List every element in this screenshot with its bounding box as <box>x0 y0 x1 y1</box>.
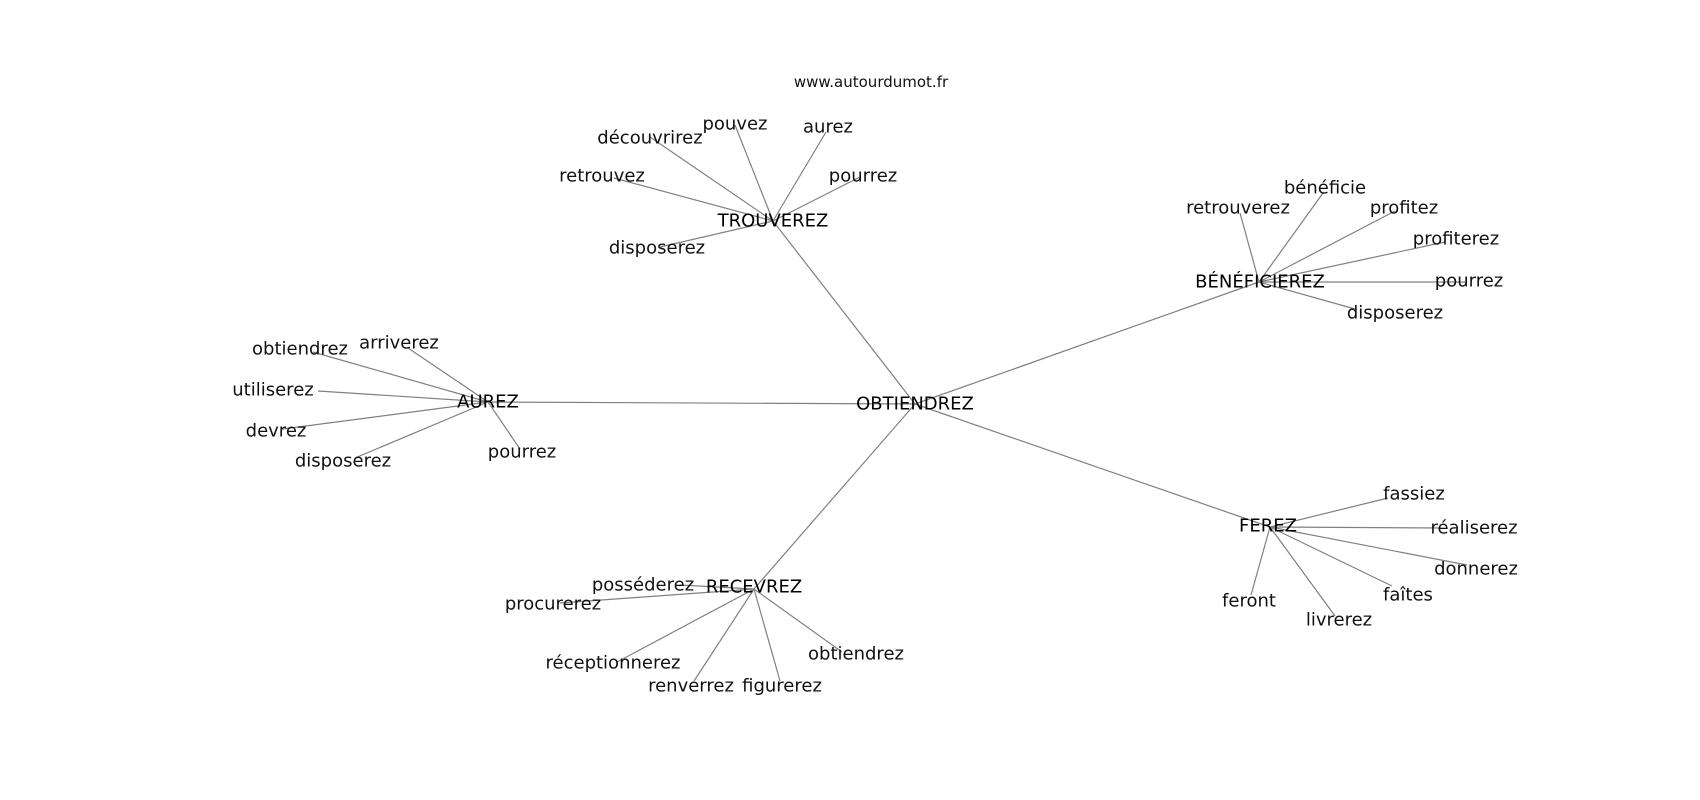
leaf-node-label: profitez <box>1370 198 1438 219</box>
hub-node-label: RECEVREZ <box>706 577 802 598</box>
leaf-node-label: découvrirez <box>597 128 702 149</box>
leaf-node-label: pourrez <box>1435 271 1503 292</box>
edge-hub-to-leaf <box>616 588 755 663</box>
leaf-node-label: pouvez <box>702 114 767 135</box>
edge-hub-to-leaf <box>1258 241 1446 283</box>
center-node-label: OBTIENDREZ <box>856 394 974 415</box>
edge-hub-to-leaf <box>693 588 755 682</box>
edge-hub-to-leaf <box>734 124 774 222</box>
leaf-node-label: profiterez <box>1413 229 1499 250</box>
edge-hub-to-leaf <box>1258 210 1396 283</box>
edge-hub-to-leaf <box>1269 526 1442 529</box>
leaf-node-label: utiliserez <box>232 380 313 401</box>
edge-hub-to-leaf <box>407 347 489 403</box>
hub-node-label: BÉNÉFICIEREZ <box>1195 271 1325 293</box>
edge-hub-to-leaf <box>1250 526 1271 596</box>
leaf-node-label: devrez <box>246 421 307 442</box>
leaf-node-label: posséderez <box>592 575 694 596</box>
edge-center-to-hub <box>753 403 916 590</box>
leaf-node-label: figurerez <box>742 676 822 697</box>
leaf-node-label: donnerez <box>1434 559 1518 580</box>
leaf-node-label: disposerez <box>1347 303 1443 324</box>
edges-layer <box>282 124 1468 682</box>
leaf-node-label: aurez <box>803 117 853 138</box>
edge-center-to-hub <box>914 281 1260 405</box>
edge-hub-to-leaf <box>753 588 781 682</box>
edge-center-to-hub <box>772 220 916 405</box>
edge-hub-to-leaf <box>649 136 774 222</box>
leaf-node-label: feront <box>1222 591 1276 612</box>
edge-hub-to-leaf <box>659 220 774 248</box>
leaf-node-label: livrerez <box>1306 610 1372 631</box>
leaf-node-label: retrouvez <box>559 166 645 187</box>
edge-hub-to-leaf <box>1269 526 1336 617</box>
edge-hub-to-leaf <box>753 588 843 653</box>
edge-hub-to-leaf <box>1239 212 1260 283</box>
edge-hub-to-leaf <box>1269 526 1393 587</box>
leaf-node-label: fassiez <box>1383 484 1445 505</box>
edge-hub-to-leaf <box>282 401 489 430</box>
leaf-node-label: arriverez <box>359 333 439 354</box>
leaf-node-label: réceptionnerez <box>546 653 681 674</box>
edge-hub-to-leaf <box>1269 497 1389 528</box>
edge-hub-to-leaf <box>312 351 489 403</box>
leaf-node-label: faîtes <box>1383 585 1433 606</box>
leaf-node-label: obtiendrez <box>808 644 904 665</box>
leaf-node-label: retrouverez <box>1186 198 1290 219</box>
hub-node-label: TROUVEREZ <box>717 211 829 232</box>
edge-hub-to-leaf <box>1269 526 1468 566</box>
edge-center-to-hub <box>914 403 1271 528</box>
leaf-node-label: pourrez <box>488 442 556 463</box>
leaf-node-label: procurerez <box>505 594 601 615</box>
edge-hub-to-leaf <box>772 131 827 222</box>
leaf-node-label: pourrez <box>829 166 897 187</box>
labels-layer: www.autourdumot.fr OBTIENDREZ TROUVEREZ po… <box>232 73 1518 697</box>
edge-hub-to-leaf <box>772 176 861 222</box>
edge-hub-to-leaf <box>679 584 755 590</box>
leaf-node-label: disposerez <box>295 451 391 472</box>
edge-hub-to-leaf <box>559 588 755 604</box>
leaf-node-label: réaliserez <box>1430 518 1517 539</box>
leaf-node-label: obtiendrez <box>252 339 348 360</box>
hub-node-label: AUREZ <box>457 392 519 413</box>
hub-node-label: FEREZ <box>1239 516 1297 537</box>
leaf-node-label: disposerez <box>609 238 705 259</box>
edge-center-to-hub <box>487 401 916 405</box>
site-watermark: www.autourdumot.fr <box>794 73 949 91</box>
edge-hub-to-leaf <box>487 401 521 450</box>
edge-hub-to-leaf <box>1258 281 1356 310</box>
leaf-node-label: bénéficie <box>1284 178 1366 199</box>
edge-hub-to-leaf <box>317 390 489 403</box>
edge-hub-to-leaf <box>354 401 489 459</box>
leaf-node-label: renverrez <box>648 676 734 697</box>
edge-hub-to-leaf <box>1258 192 1324 283</box>
edge-hub-to-leaf <box>613 177 774 222</box>
